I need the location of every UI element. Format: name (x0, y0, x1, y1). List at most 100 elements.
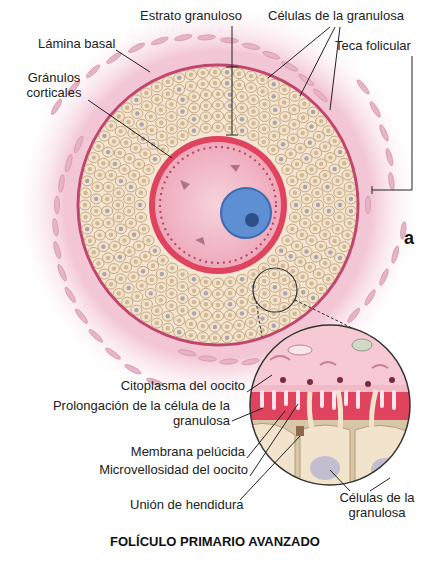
cell-nucleus (102, 272, 106, 276)
granulosa-cell (140, 149, 151, 159)
cell-nucleus (295, 244, 299, 248)
cell-nucleus (249, 74, 253, 78)
granulosa-cell (189, 92, 200, 102)
granulosa-cell (316, 241, 327, 251)
figure-letter: a (404, 228, 424, 248)
cell-nucleus (317, 134, 321, 138)
granulosa-cell (285, 251, 296, 261)
granulosa-cell (177, 131, 188, 141)
theca-cell (178, 349, 197, 358)
granulosa-cell (122, 103, 133, 113)
cell-nucleus (237, 323, 241, 327)
cell-nucleus (309, 238, 313, 242)
granulosa-cell (259, 99, 270, 109)
cell-nucleus (348, 221, 352, 225)
granulosa-cell (245, 317, 256, 327)
cell-nucleus (94, 197, 98, 201)
granulosa-cell (342, 230, 353, 240)
cell-nucleus (272, 134, 276, 138)
cell-nucleus (106, 221, 110, 225)
figure-caption: FOLÍCULO PRIMARIO AVANZADO (20, 534, 410, 549)
granulosa-cell (129, 170, 140, 180)
granulosa-cell (234, 80, 245, 90)
cell-nucleus (88, 239, 92, 243)
granulosa-cell (306, 236, 317, 246)
granulosa-cell (289, 91, 300, 101)
granulosa-cell (162, 89, 173, 99)
cell-nucleus (192, 311, 196, 315)
granulosa-cell (151, 94, 162, 104)
cell-nucleus (338, 203, 342, 207)
cell-nucleus (272, 324, 276, 328)
nucleolus (245, 213, 259, 227)
granulosa-cell (316, 116, 327, 126)
cell-nucleus (88, 167, 92, 171)
cell-nucleus (294, 203, 298, 207)
cell-nucleus (240, 106, 244, 110)
granulosa-cell (189, 103, 200, 113)
cell-nucleus (262, 279, 266, 283)
cell-nucleus (349, 209, 353, 213)
granulosa-cell (248, 95, 259, 105)
part-label: Células de la granulosa (334, 490, 420, 520)
granulosa-cell (276, 246, 287, 256)
granulosa-cell (310, 176, 321, 186)
cell-nucleus (180, 272, 184, 276)
cell-nucleus (323, 233, 327, 237)
cell-nucleus (293, 215, 297, 219)
granulosa-cell (141, 101, 152, 111)
granulosa-cell (316, 159, 327, 169)
theca-cell (124, 363, 142, 376)
cell-nucleus (105, 197, 109, 201)
granulosa-cell (102, 206, 113, 216)
cell-nucleus (240, 129, 244, 133)
theca-cell (378, 268, 390, 287)
cell-nucleus (204, 93, 208, 97)
cell-nucleus (144, 91, 148, 95)
granulosa-cell (185, 81, 196, 91)
granulosa-cell (298, 113, 309, 123)
cell-nucleus (228, 302, 232, 306)
granulosa-cell (151, 82, 162, 92)
cell-nucleus (213, 336, 217, 340)
nucleus (221, 188, 271, 238)
theca-cell (104, 346, 122, 360)
cell-nucleus (92, 155, 96, 159)
granulosa-cell (209, 322, 220, 332)
theca-cell (366, 196, 371, 214)
cell-nucleus (272, 82, 276, 86)
granulosa-cell (308, 107, 319, 117)
granulosa-cell (258, 137, 269, 147)
theca-cell (88, 328, 105, 344)
cell-nucleus (272, 94, 276, 98)
cell-nucleus (309, 167, 313, 171)
cell-nucleus (293, 312, 297, 316)
cell-nucleus (149, 114, 153, 118)
cell-nucleus (308, 141, 312, 145)
cell-nucleus (85, 179, 89, 183)
granulosa-cell (222, 67, 233, 77)
granulosa-cell (197, 321, 208, 331)
cell-nucleus (283, 291, 287, 295)
cell-nucleus (251, 98, 255, 102)
granulosa-cell (119, 165, 130, 175)
granulosa-cell (312, 200, 323, 210)
granulosa-cell (188, 114, 199, 124)
cell-nucleus (192, 300, 196, 304)
cell-nucleus (325, 185, 329, 189)
part-label: Unión de hendidura (130, 497, 280, 512)
cell-nucleus (126, 120, 130, 124)
cell-nucleus (189, 333, 193, 337)
theca-cell (220, 358, 238, 364)
granulosa-cell (147, 261, 158, 271)
granulosa-cell (269, 269, 280, 279)
granulosa-cell (329, 136, 340, 146)
cell-nucleus (127, 249, 131, 253)
granulosa-cell (112, 200, 123, 210)
granulosa-cell (106, 121, 117, 131)
granulosa-cell (185, 330, 196, 340)
cell-nucleus (180, 284, 184, 288)
cell-nucleus (249, 85, 253, 89)
cell-nucleus (192, 106, 196, 110)
cell-nucleus (138, 203, 142, 207)
